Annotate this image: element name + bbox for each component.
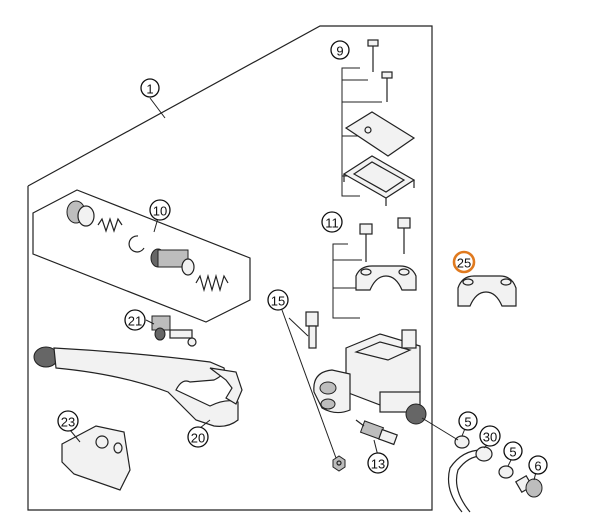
large-spring [195, 273, 229, 293]
callout-5a: 5 [458, 411, 478, 431]
callout-1: 1 [140, 78, 160, 98]
adjuster-21 [151, 315, 197, 347]
piston-boot [66, 200, 95, 227]
screw-11a [359, 223, 373, 262]
svg-text:1: 1 [146, 82, 153, 97]
screw-9a [367, 39, 379, 72]
master-cylinder-body [313, 329, 427, 425]
svg-text:30: 30 [483, 430, 497, 445]
washer-5a [454, 435, 470, 449]
banjo-bolt-6 [514, 474, 543, 498]
small-spring [97, 217, 123, 233]
callout-9: 9 [330, 40, 350, 60]
svg-text:21: 21 [128, 314, 142, 329]
svg-text:5: 5 [509, 445, 516, 460]
svg-text:23: 23 [61, 415, 75, 430]
brake-hose [447, 446, 493, 513]
kit-10-outline [32, 189, 251, 323]
svg-text:10: 10 [153, 204, 167, 219]
svg-text:5: 5 [464, 415, 471, 430]
reservoir-diaphragm [342, 155, 416, 206]
callout-21: 21 [124, 309, 146, 331]
screw-11b [397, 217, 411, 254]
callout-25: 25 [452, 250, 476, 274]
lever-cover-23 [61, 425, 131, 491]
callout-11: 11 [321, 211, 343, 233]
handlebar-clamp-25 [457, 275, 517, 307]
brake-switch-13 [355, 419, 398, 446]
callout-13: 13 [367, 452, 389, 474]
nut-15 [332, 455, 346, 472]
svg-text:13: 13 [371, 457, 385, 472]
callout-15: 15 [267, 289, 289, 311]
cover-hole [364, 126, 372, 134]
kit-9-bracket [341, 67, 360, 197]
svg-text:9: 9 [336, 44, 343, 59]
washer-5b [498, 465, 514, 479]
callout-30: 30 [479, 425, 501, 447]
leader-1 [149, 97, 166, 119]
svg-text:20: 20 [191, 431, 205, 446]
leader-21 [145, 319, 155, 325]
screw-9b [381, 71, 393, 102]
handlebar-clamp [355, 265, 417, 291]
callout-10: 10 [149, 199, 171, 221]
pivot-bolt-15 [305, 311, 319, 349]
svg-text:15: 15 [271, 294, 285, 309]
kit-11-bracket [332, 243, 360, 319]
piston [150, 248, 195, 276]
svg-text:6: 6 [534, 459, 541, 474]
svg-text:25: 25 [457, 256, 471, 271]
callout-5b: 5 [503, 441, 523, 461]
brake-lever-20 [33, 346, 243, 427]
leader-15b [288, 317, 309, 337]
circlip [128, 235, 145, 253]
leader-15 [281, 309, 337, 459]
assembly-1-outline [27, 25, 433, 511]
leader-13b [421, 417, 459, 441]
leader-10 [153, 217, 159, 233]
leader-23 [69, 429, 81, 443]
svg-text:11: 11 [325, 216, 339, 231]
callout-6: 6 [528, 455, 548, 475]
callout-23: 23 [57, 410, 79, 432]
reservoir-cover [344, 111, 416, 157]
leader-20 [199, 419, 211, 429]
callout-20: 20 [187, 426, 209, 448]
